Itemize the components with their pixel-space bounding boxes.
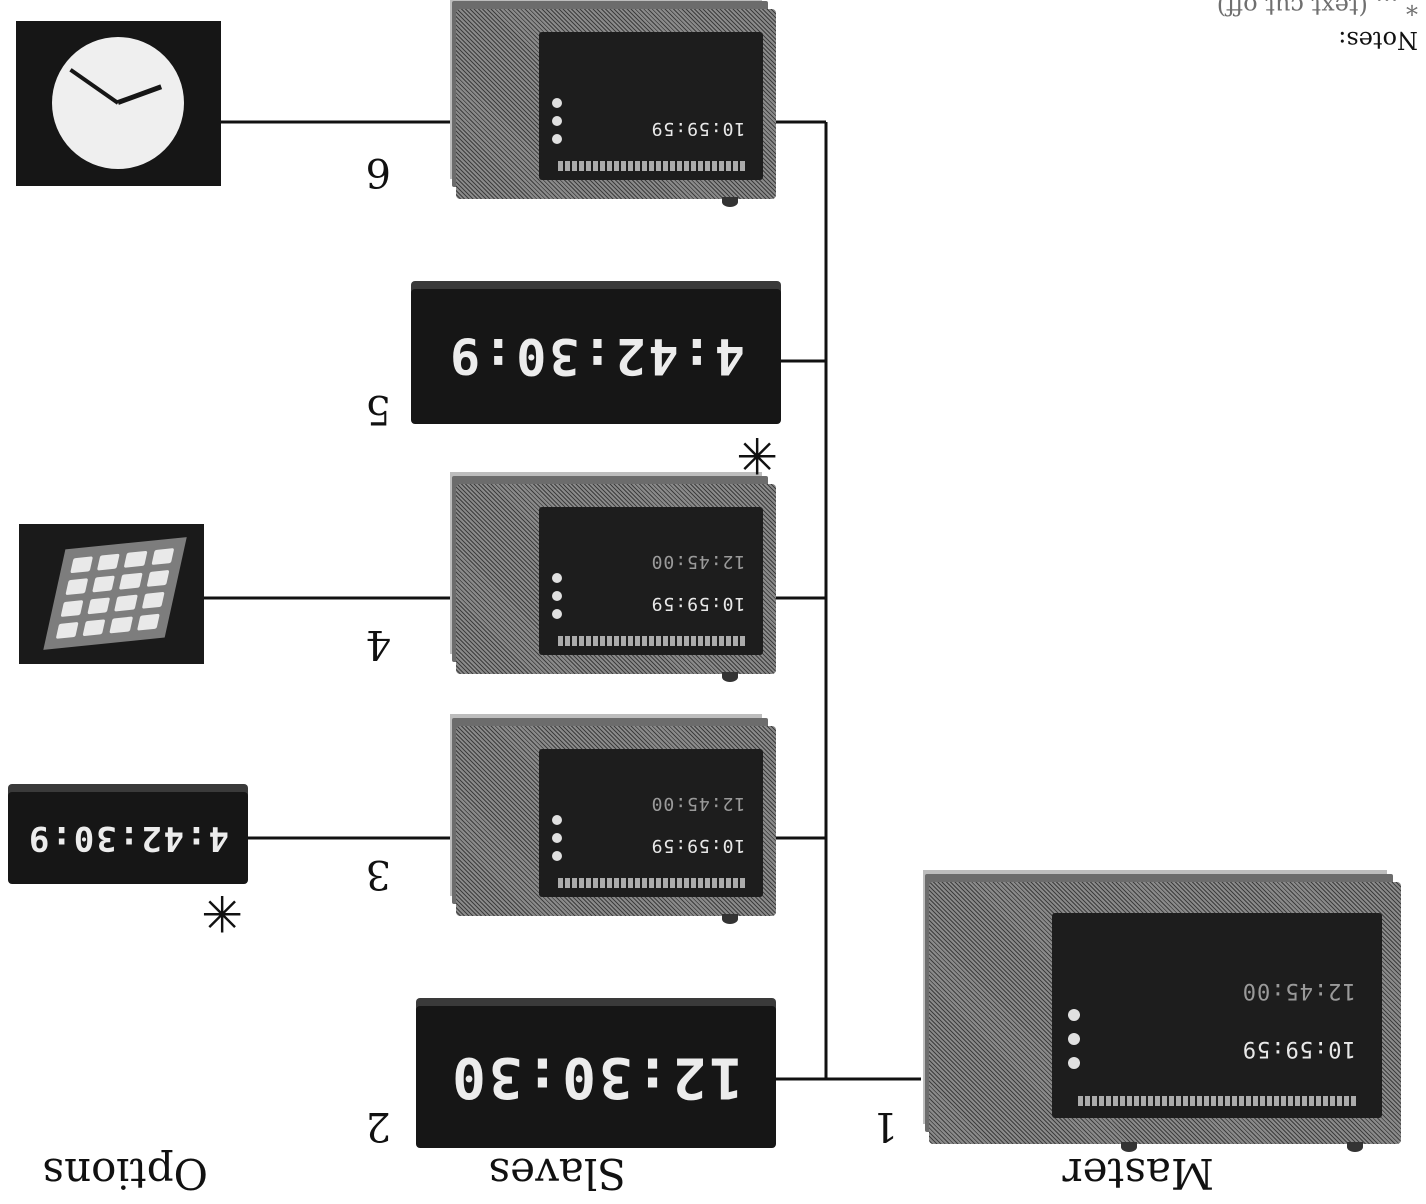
slave-5-asterisk: ✳ (736, 430, 778, 480)
slave-6-unit: 10:59:59 (456, 9, 776, 199)
option-4-keypad (19, 524, 204, 664)
slave-5-display: 4:42:30:9 (411, 289, 781, 424)
master-unit: 10:59:59 12:45:00 (929, 882, 1401, 1144)
option-6-wall-clock (16, 21, 221, 186)
notes-label: Notes: (1338, 28, 1418, 52)
label-2: 2 (366, 1106, 391, 1146)
master-indicator-leds (1068, 997, 1080, 1069)
slave-5-readout: 4:42:30:9 (411, 328, 781, 386)
slaves-column-title: Slaves (489, 1152, 626, 1194)
slave-3-readout-1: 10:59:59 (615, 835, 745, 856)
option-3-readout: 4:42:30:9 (8, 818, 248, 858)
slave-6-indicator-leds (550, 86, 562, 144)
slave-4-readout-1: 10:59:59 (615, 593, 745, 614)
label-3: 3 (366, 854, 391, 894)
slave-4-indicator-leds (550, 561, 562, 619)
label-4: 4 (366, 624, 391, 664)
slave-4-readout-2: 12:45:00 (615, 551, 745, 572)
slave-3-readout-2: 12:45:00 (615, 793, 745, 814)
label-1: 1 (873, 1106, 898, 1146)
notes-asterisk-line: * ... (text cut off) (1217, 0, 1418, 18)
options-column-title: Options (42, 1152, 208, 1194)
master-column-title: Master (1063, 1152, 1214, 1194)
label-5: 5 (366, 389, 391, 429)
option-3-asterisk: ✳ (201, 888, 243, 938)
master-readout-2: 12:45:00 (1164, 978, 1356, 1003)
slave-3-unit: 10:59:59 12:45:00 (456, 726, 776, 916)
clock-face (53, 38, 185, 170)
slave-4-unit: 10:59:59 12:45:00 (456, 484, 776, 674)
slave-2-readout: 12:30:30 (416, 1045, 776, 1110)
slave-6-readout-1: 10:59:59 (615, 118, 745, 139)
slave-2-display: 12:30:30 (416, 1006, 776, 1148)
master-readout-1: 10:59:59 (1164, 1036, 1356, 1061)
slave-3-indicator-leds (550, 803, 562, 861)
option-3-display: 4:42:30:9 (8, 792, 248, 884)
label-6: 6 (366, 152, 391, 192)
